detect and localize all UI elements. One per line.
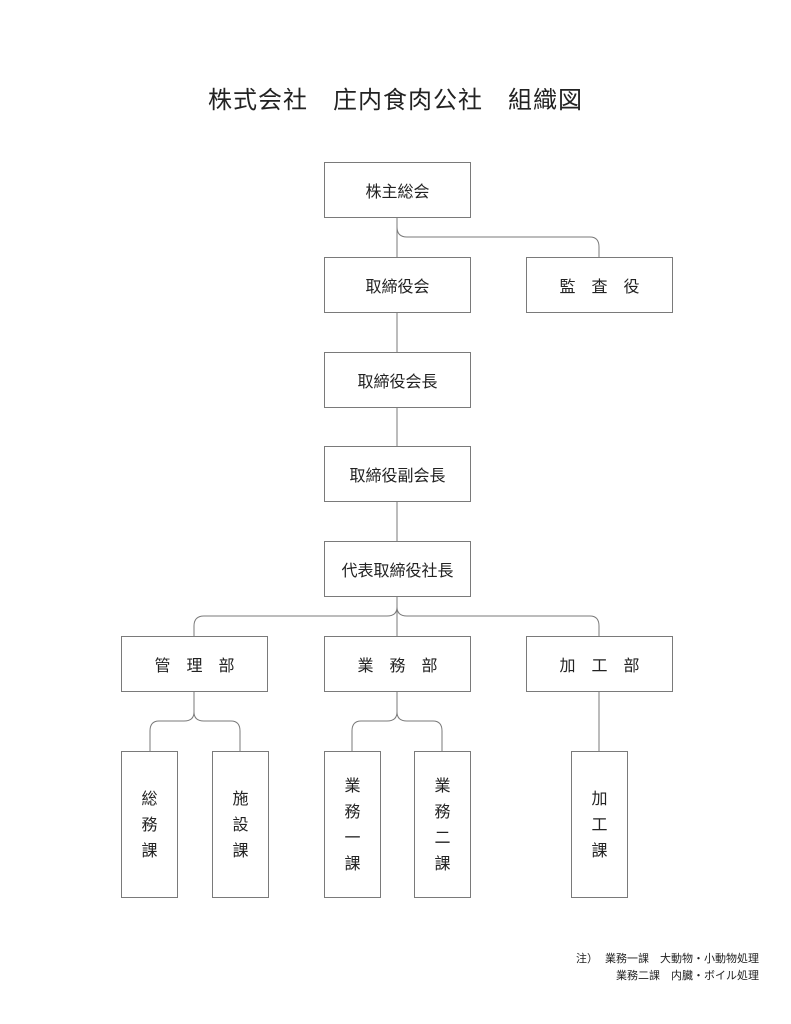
- node-processing-section: 加工課: [571, 751, 628, 898]
- node-char: 業: [344, 775, 361, 795]
- page-title: 株式会社 庄内食肉公社 組織図: [208, 86, 583, 114]
- node-vice-chairman: 取締役副会長: [324, 446, 471, 502]
- node-management-dept: 管 理 部: [121, 636, 268, 692]
- node-char: 課: [232, 840, 249, 860]
- footnote-line-1: 注） 業務一課 大動物・小動物処理: [576, 952, 759, 965]
- node-char: 二: [434, 827, 451, 847]
- node-char: 加: [591, 788, 608, 808]
- node-char: 設: [232, 814, 249, 834]
- node-facilities-section: 施設課: [212, 751, 269, 898]
- node-auditor: 監 査 役: [526, 257, 673, 313]
- node-general-affairs-section: 総務課: [121, 751, 178, 898]
- node-char: 務: [141, 814, 158, 834]
- node-char: 工: [591, 814, 608, 834]
- node-processing-dept: 加 工 部: [526, 636, 673, 692]
- node-char: 課: [141, 840, 158, 860]
- node-char: 課: [434, 853, 451, 873]
- footnote-line-2: 業務二課 内臓・ボイル処理: [616, 969, 759, 982]
- node-president: 代表取締役社長: [324, 541, 471, 597]
- node-shareholders-meeting: 株主総会: [324, 162, 471, 218]
- node-char: 総: [141, 788, 158, 808]
- node-char: 施: [232, 788, 249, 808]
- node-char: 課: [591, 840, 608, 860]
- node-board-of-directors: 取締役会: [324, 257, 471, 313]
- node-char: 一: [344, 827, 361, 847]
- node-business-section-1: 業務一課: [324, 751, 381, 898]
- node-chairman: 取締役会長: [324, 352, 471, 408]
- node-char: 務: [344, 801, 361, 821]
- node-char: 務: [434, 801, 451, 821]
- footnote: 注） 業務一課 大動物・小動物処理業務二課 内臓・ボイル処理: [576, 950, 759, 984]
- node-char: 業: [434, 775, 451, 795]
- node-char: 課: [344, 853, 361, 873]
- node-business-dept: 業 務 部: [324, 636, 471, 692]
- node-business-section-2: 業務二課: [414, 751, 471, 898]
